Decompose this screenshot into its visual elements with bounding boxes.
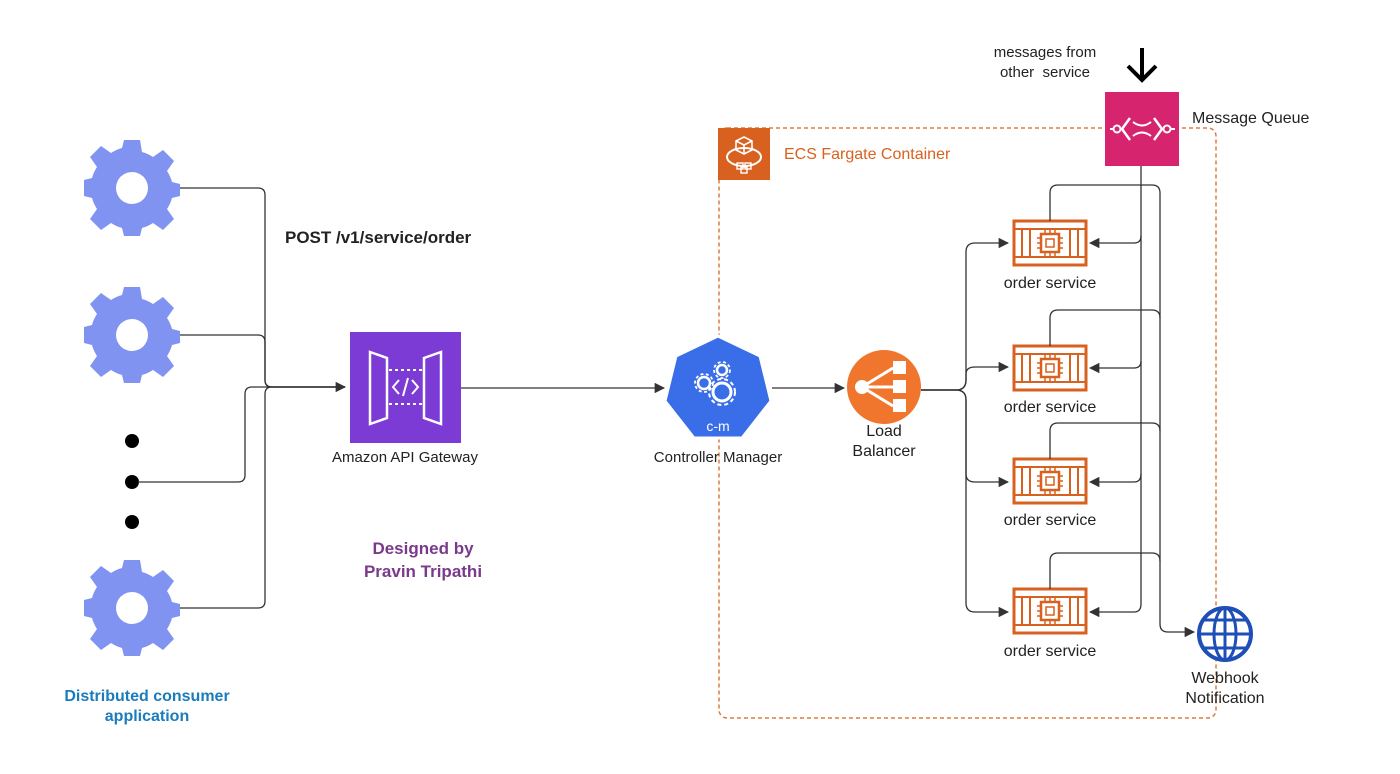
order-service-2-label: order service	[1003, 399, 1097, 416]
consumer-label: Distributed consumer application	[64, 688, 230, 725]
globe-icon	[1197, 606, 1253, 662]
designer-credit: Designed by Pravin Tripathi	[363, 539, 483, 581]
lb-to-services-connectors	[921, 237, 1010, 618]
consumer-connectors	[138, 187, 347, 609]
messages-from-label: messages from other service	[993, 44, 1097, 81]
order-service-4-icon	[1012, 587, 1088, 635]
order-service-3-icon	[1012, 457, 1088, 505]
ecs-fargate-label: ECS Fargate Container	[784, 146, 951, 163]
load-balancer-label: Load Balancer	[852, 423, 916, 460]
ellipsis-dot	[125, 475, 139, 489]
controller-badge: c-m	[706, 418, 729, 434]
api-gateway-label: Amazon API Gateway	[332, 449, 478, 466]
incoming-messages-arrow	[1126, 48, 1158, 83]
queue-to-services-connectors	[1088, 165, 1142, 618]
controller-manager-label: Controller Manager	[653, 449, 783, 466]
order-service-3-label: order service	[1003, 512, 1097, 529]
consumer-gear-3-icon	[84, 560, 180, 656]
order-service-1-label: order service	[1003, 275, 1097, 292]
order-service-4-label: order service	[1003, 643, 1097, 660]
endpoint-label: POST /v1/service/order	[285, 228, 472, 247]
ecs-container-boundary	[718, 127, 1217, 719]
api-gateway-icon	[350, 332, 461, 443]
ecs-fargate-icon	[718, 128, 770, 180]
services-to-webhook-connectors	[1049, 184, 1196, 638]
consumer-gear-2-icon	[84, 287, 180, 383]
webhook-label: Webhook Notification	[1185, 670, 1265, 707]
message-queue-icon	[1105, 92, 1179, 166]
kubernetes-controller-icon: c-m	[663, 334, 773, 440]
ellipsis-dot	[125, 434, 139, 448]
load-balancer-icon	[847, 350, 921, 424]
consumer-gear-1-icon	[84, 140, 180, 236]
order-service-2-icon	[1012, 344, 1088, 392]
message-queue-label: Message Queue	[1192, 110, 1310, 127]
order-service-1-icon	[1012, 219, 1088, 267]
ellipsis-dot	[125, 515, 139, 529]
